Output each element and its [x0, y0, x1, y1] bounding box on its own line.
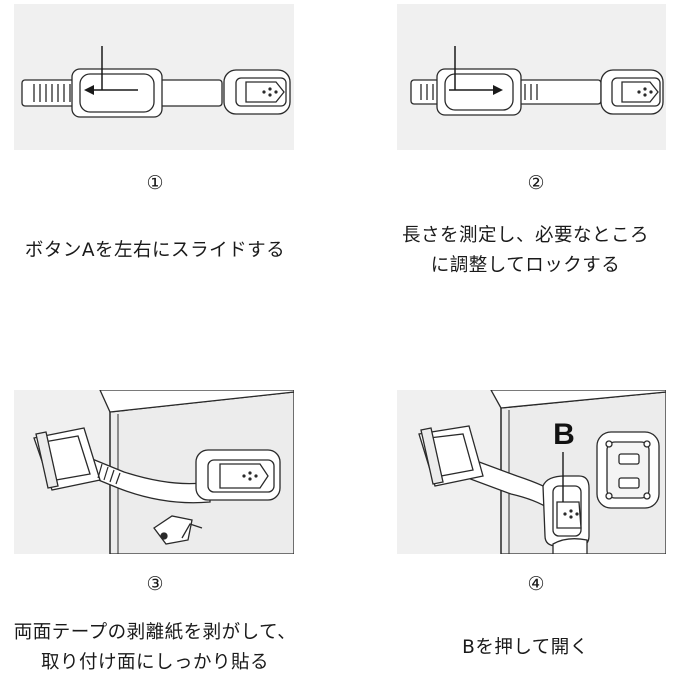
step-caption-3: 両面テープの剥離紙を剥がして、 取り付け面にしっかり貼る: [0, 618, 310, 678]
illustration-panel-4: B: [397, 390, 666, 554]
strap-slide-right-illustration: [397, 4, 666, 150]
cabinet-mount-illustration: [14, 390, 294, 554]
step-caption-1: ボタンAを左右にスライドする: [0, 236, 310, 266]
step-caption-2: 長さを測定し、必要なところ に調整してロックする: [372, 221, 679, 281]
button-b-label: B: [547, 418, 581, 452]
step-number-2: ②: [521, 168, 551, 198]
caption-line: Bを押して開く: [372, 633, 679, 663]
step-number-1: ①: [140, 168, 170, 198]
press-b-open-illustration: [397, 390, 666, 554]
caption-line: 両面テープの剥離紙を剥がして、: [0, 618, 310, 648]
illustration-panel-2: [397, 4, 666, 150]
step-number-3: ③: [140, 569, 170, 599]
strap-slide-left-illustration: [14, 4, 294, 150]
illustration-panel-3: [14, 390, 294, 554]
caption-line: 取り付け面にしっかり貼る: [0, 648, 310, 678]
step-caption-4: Bを押して開く: [372, 633, 679, 663]
illustration-panel-1: [14, 4, 294, 150]
step-number-4: ④: [521, 569, 551, 599]
caption-line: 長さを測定し、必要なところ: [372, 221, 679, 251]
caption-line: に調整してロックする: [372, 251, 679, 281]
caption-line: ボタンAを左右にスライドする: [0, 236, 310, 266]
